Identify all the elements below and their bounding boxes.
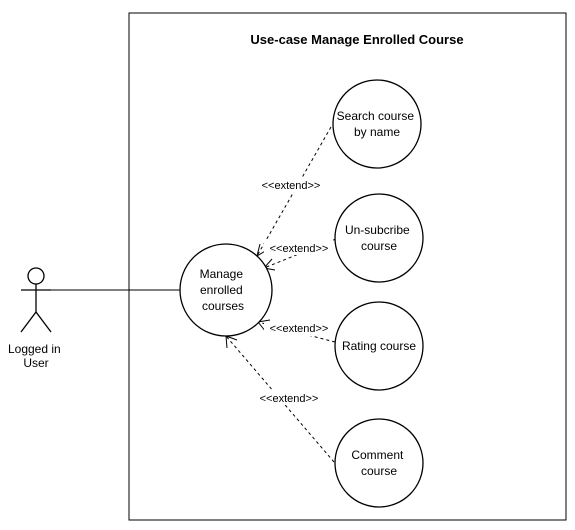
unsubscribe-line-2: course	[361, 239, 397, 253]
extend-label-bg-comment	[254, 391, 324, 405]
actor-label-line-2: User	[23, 356, 48, 370]
extend-label-bg-search	[256, 178, 326, 192]
use-case-circle-rating	[334, 301, 424, 391]
manage-line-3: courses	[202, 299, 244, 313]
actor-logged-in-user: Logged in User	[8, 267, 64, 370]
use-case-label-unsubscribe: Un-subcribe course	[345, 223, 413, 253]
unsubscribe-line-1: Un-subcribe	[345, 223, 410, 237]
extend-line-comment	[225, 335, 335, 463]
extend-label-unsubscribe: <<extend>>	[270, 243, 329, 255]
actor-head	[27, 267, 45, 285]
extend-relation-comment: <<extend>>	[225, 335, 335, 463]
use-case-label-rating: Rating course	[342, 339, 416, 353]
comment-line-1: Comment	[351, 448, 404, 462]
use-case-circle-unsubscribe	[334, 193, 424, 283]
actor-label-line-1: Logged in	[8, 342, 61, 356]
rating-line-1: Rating course	[342, 339, 416, 353]
use-case-search-course: Search course by name	[332, 79, 422, 169]
use-case-circle-search	[332, 79, 422, 169]
extend-relation-rating: <<extend>>	[257, 319, 336, 343]
use-case-rating-course: Rating course	[334, 301, 424, 391]
search-line-2: by name	[354, 125, 400, 139]
extend-label-comment: <<extend>>	[260, 393, 319, 405]
diagram-title: Use-case Manage Enrolled Course	[250, 32, 463, 47]
manage-line-1: Manage	[200, 267, 244, 281]
use-case-unsubscribe-course: Un-subcribe course	[334, 193, 424, 283]
use-case-comment-course: Comment course	[334, 418, 424, 508]
actor-label: Logged in User	[8, 342, 64, 370]
comment-line-2: course	[361, 464, 397, 478]
extend-label-rating: <<extend>>	[270, 323, 329, 335]
use-case-label-search: Search course by name	[337, 109, 418, 139]
use-case-label-comment: Comment course	[351, 448, 406, 478]
actor-right-leg	[35, 311, 52, 333]
use-case-circle-comment	[334, 418, 424, 508]
extend-label-search: <<extend>>	[262, 180, 321, 192]
manage-line-2: enrolled	[200, 283, 243, 297]
extend-label-bg-unsubscribe	[264, 241, 334, 255]
use-case-manage-enrolled-courses: Manage enrolled courses	[179, 243, 273, 337]
extend-relation-search: <<extend>>	[256, 126, 332, 258]
search-line-1: Search course	[337, 109, 415, 123]
extend-label-bg-rating	[264, 322, 334, 336]
use-case-label-manage: Manage enrolled courses	[200, 267, 247, 313]
actor-left-leg	[20, 311, 37, 333]
use-case-circle-manage	[179, 243, 273, 337]
